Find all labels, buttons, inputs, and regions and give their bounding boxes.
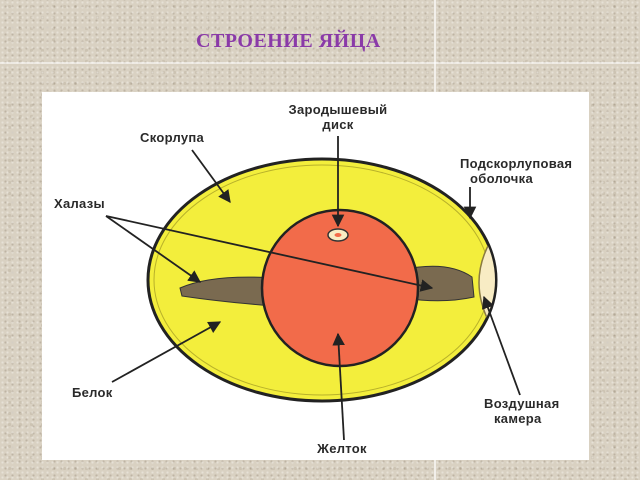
label-shell: Скорлупа: [140, 130, 205, 145]
label-membrane-line1: Подскорлуповая: [460, 156, 572, 171]
page-title: СТРОЕНИЕ ЯЙЦА: [196, 30, 381, 52]
diagram-panel: Зародышевый диск Скорлупа Подскорлуповая…: [42, 92, 589, 460]
arrow-chalaza-left: [105, 215, 202, 283]
label-air-cell-line2: камера: [494, 411, 542, 426]
label-embryo-disc-line2: диск: [322, 117, 353, 132]
egg-diagram: Зародышевый диск Скорлупа Подскорлуповая…: [54, 102, 572, 456]
chalaza-right: [401, 265, 475, 302]
arrow-chalaza-right: [105, 215, 434, 292]
label-albumen: Белок: [72, 385, 113, 400]
label-chalazae: Халазы: [54, 196, 105, 211]
arrow-air-cell: [481, 295, 521, 396]
label-air-cell-line1: Воздушная: [484, 396, 559, 411]
arrow-shell: [191, 149, 231, 204]
arrow-albumen: [111, 321, 222, 383]
arrow-yolk: [332, 332, 345, 441]
embryo-disc-center: [334, 233, 342, 237]
label-yolk: Желток: [316, 441, 367, 456]
label-embryo-disc-line1: Зародышевый: [289, 102, 388, 117]
background-divider-horizontal: [0, 62, 640, 64]
label-membrane-line2: оболочка: [470, 171, 533, 186]
